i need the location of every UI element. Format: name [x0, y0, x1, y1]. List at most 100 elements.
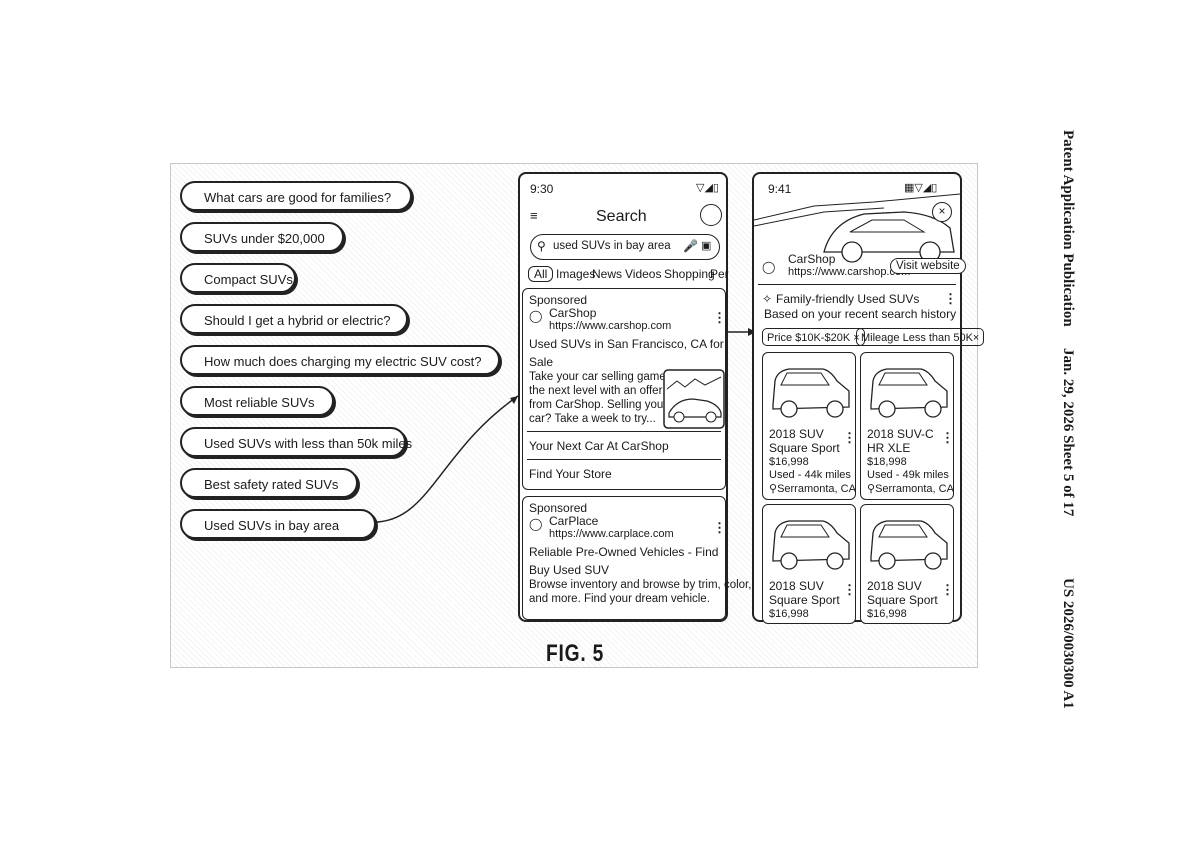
- section-subtitle: Based on your recent search history: [764, 307, 957, 321]
- listing-price: $16,998: [769, 456, 809, 468]
- listing-card[interactable]: ⋮ 2018 SUV Square Sport $16,998: [860, 504, 954, 624]
- ad-description: and more. Find your dream vehicle.: [529, 593, 710, 605]
- listing-title-cont: Square Sport: [867, 593, 938, 607]
- filter-chip-mileage[interactable]: Mileage Less than 50K×: [856, 328, 985, 346]
- tab-shopping[interactable]: Shopping: [664, 267, 715, 281]
- status-time: 9:41: [768, 182, 792, 196]
- more-options-icon[interactable]: ⋮: [941, 430, 954, 445]
- advertiser-name: CarShop: [788, 252, 836, 266]
- ad-card-carshop[interactable]: Sponsored ◯ CarShop https://www.carshop.…: [522, 288, 726, 490]
- menu-icon[interactable]: ≡: [530, 208, 538, 223]
- listing-title: 2018 SUV: [769, 427, 824, 441]
- filter-chip-price[interactable]: Price $10K-$20K ×: [762, 328, 865, 346]
- hero-car-image: [753, 193, 961, 263]
- ad-description: the next level with an offer: [529, 385, 663, 397]
- advertiser-logo-icon: ◯: [529, 517, 543, 531]
- ad-description: Browse inventory and browse by trim, col…: [529, 579, 752, 591]
- remove-filter-icon[interactable]: ×: [972, 332, 980, 344]
- location-pin-icon: ⚲: [867, 483, 876, 495]
- listing-location: ⚲Serramonta, CA: [769, 483, 856, 495]
- section-title: Family-friendly Used SUVs: [776, 292, 920, 306]
- suggestion-chip[interactable]: What cars are good for families?: [180, 181, 412, 211]
- tab-perspectives[interactable]: Per: [710, 267, 729, 281]
- page-title: Search: [596, 208, 647, 225]
- listing-title: 2018 SUV: [867, 579, 922, 593]
- suggestion-chip[interactable]: Used SUVs with less than 50k miles: [180, 427, 412, 457]
- divider: [527, 459, 721, 460]
- search-bar[interactable]: ⚲ used SUVs in bay area 🎤 ▣: [530, 234, 720, 260]
- tab-images[interactable]: Images: [556, 267, 596, 281]
- sponsored-label: Sponsored: [529, 293, 588, 307]
- ad-description: Take your car selling game to: [529, 371, 679, 383]
- suggestion-chip[interactable]: Most reliable SUVs: [180, 386, 334, 416]
- sitelink[interactable]: Find Your Store: [529, 467, 612, 481]
- sponsored-label: Sponsored: [529, 501, 588, 515]
- listing-title-cont: Square Sport: [769, 593, 840, 607]
- listing-mileage: Used - 44k miles: [769, 469, 851, 481]
- suggestion-chip[interactable]: Should I get a hybrid or electric?: [180, 304, 408, 334]
- suggestion-chip[interactable]: Used SUVs in bay area: [180, 509, 376, 539]
- ad-headline-cont[interactable]: Sale: [529, 355, 554, 369]
- listing-card[interactable]: ⋮ 2018 SUV Square Sport $16,998: [762, 504, 856, 624]
- listing-title: 2018 SUV-C: [867, 427, 934, 441]
- ad-description: from CarShop. Selling your: [529, 399, 668, 411]
- suggestion-chip[interactable]: SUVs under $20,000: [180, 222, 344, 252]
- advertiser-logo-icon: ◯: [762, 260, 776, 274]
- location-pin-icon: ⚲: [769, 483, 778, 495]
- more-options-icon[interactable]: ⋮: [944, 291, 957, 306]
- ad-headline-cont[interactable]: Buy Used SUV: [529, 563, 610, 577]
- suggestion-chip[interactable]: How much does charging my electric SUV c…: [180, 345, 500, 375]
- divider: [758, 284, 956, 285]
- tab-all[interactable]: All: [528, 266, 554, 282]
- suggestion-chip[interactable]: Best safety rated SUVs: [180, 468, 358, 498]
- suv-image: [870, 520, 948, 570]
- listing-card[interactable]: ⋮ 2018 SUV Square Sport $16,998 Used - 4…: [762, 352, 856, 500]
- suv-image: [772, 368, 850, 418]
- signal-battery-icon: ▦▽◢▯: [904, 182, 938, 194]
- suv-image: [772, 520, 850, 570]
- suggestion-chip[interactable]: Compact SUVs: [180, 263, 296, 293]
- visit-website-button[interactable]: Visit website: [890, 258, 966, 274]
- tab-news[interactable]: News: [592, 267, 623, 281]
- more-options-icon[interactable]: ⋮: [941, 582, 954, 597]
- suv-image: [870, 368, 948, 418]
- more-options-icon[interactable]: ⋮: [843, 430, 856, 445]
- advertiser-logo-icon: ◯: [529, 309, 543, 323]
- tab-videos[interactable]: Videos: [625, 267, 662, 281]
- sitelink[interactable]: Your Next Car At CarShop: [529, 439, 669, 453]
- more-options-icon[interactable]: ⋮: [843, 582, 856, 597]
- detail-phone: 9:41 ▦▽◢▯ × ◯ CarShop https://www.carsho…: [752, 172, 985, 624]
- more-options-icon[interactable]: ⋮: [713, 520, 726, 535]
- sparkle-icon: ✧: [762, 292, 773, 306]
- search-phone: 9:30 ▽◢▯ ≡ Search ⚲ used SUVs in bay are…: [518, 172, 751, 622]
- ad-headline[interactable]: Reliable Pre-Owned Vehicles - Find: [529, 545, 719, 559]
- advertiser-url[interactable]: https://www.carplace.com: [549, 528, 674, 540]
- signal-battery-icon: ▽◢▯: [696, 182, 719, 194]
- listing-price: $16,998: [769, 608, 809, 620]
- ad-description: car? Take a week to try...: [529, 413, 656, 425]
- status-time: 9:30: [530, 182, 554, 196]
- close-icon[interactable]: ×: [932, 202, 952, 222]
- listing-title: 2018 SUV: [769, 579, 824, 593]
- car-image: [663, 369, 725, 429]
- listing-title-cont: HR XLE: [867, 441, 911, 455]
- avatar[interactable]: [700, 204, 722, 226]
- camera-icon[interactable]: ▣: [701, 240, 712, 252]
- ad-card-carplace[interactable]: Sponsored ◯ CarPlace https://www.carplac…: [522, 496, 751, 620]
- listing-location: ⚲Serramonta, CA: [867, 483, 954, 495]
- filter-label: Mileage Less than 50K: [861, 332, 973, 344]
- ad-headline[interactable]: Used SUVs in San Francisco, CA for: [529, 337, 724, 351]
- advertiser-url[interactable]: https://www.carshop.com: [549, 320, 672, 332]
- advertiser-name: CarPlace: [549, 514, 599, 528]
- more-options-icon[interactable]: ⋮: [713, 310, 726, 325]
- search-input[interactable]: used SUVs in bay area: [553, 240, 671, 252]
- mic-icon[interactable]: 🎤: [683, 239, 698, 253]
- filter-label: Price $10K-$20K: [767, 332, 851, 344]
- listing-title-cont: Square Sport: [769, 441, 840, 455]
- listing-card[interactable]: ⋮ 2018 SUV-C HR XLE $18,998 Used - 49k m…: [860, 352, 954, 500]
- divider: [527, 431, 721, 432]
- advertiser-url[interactable]: https://www.carshop.com: [788, 266, 911, 278]
- search-icon: ⚲: [537, 239, 546, 253]
- listing-mileage: Used - 49k miles: [867, 469, 949, 481]
